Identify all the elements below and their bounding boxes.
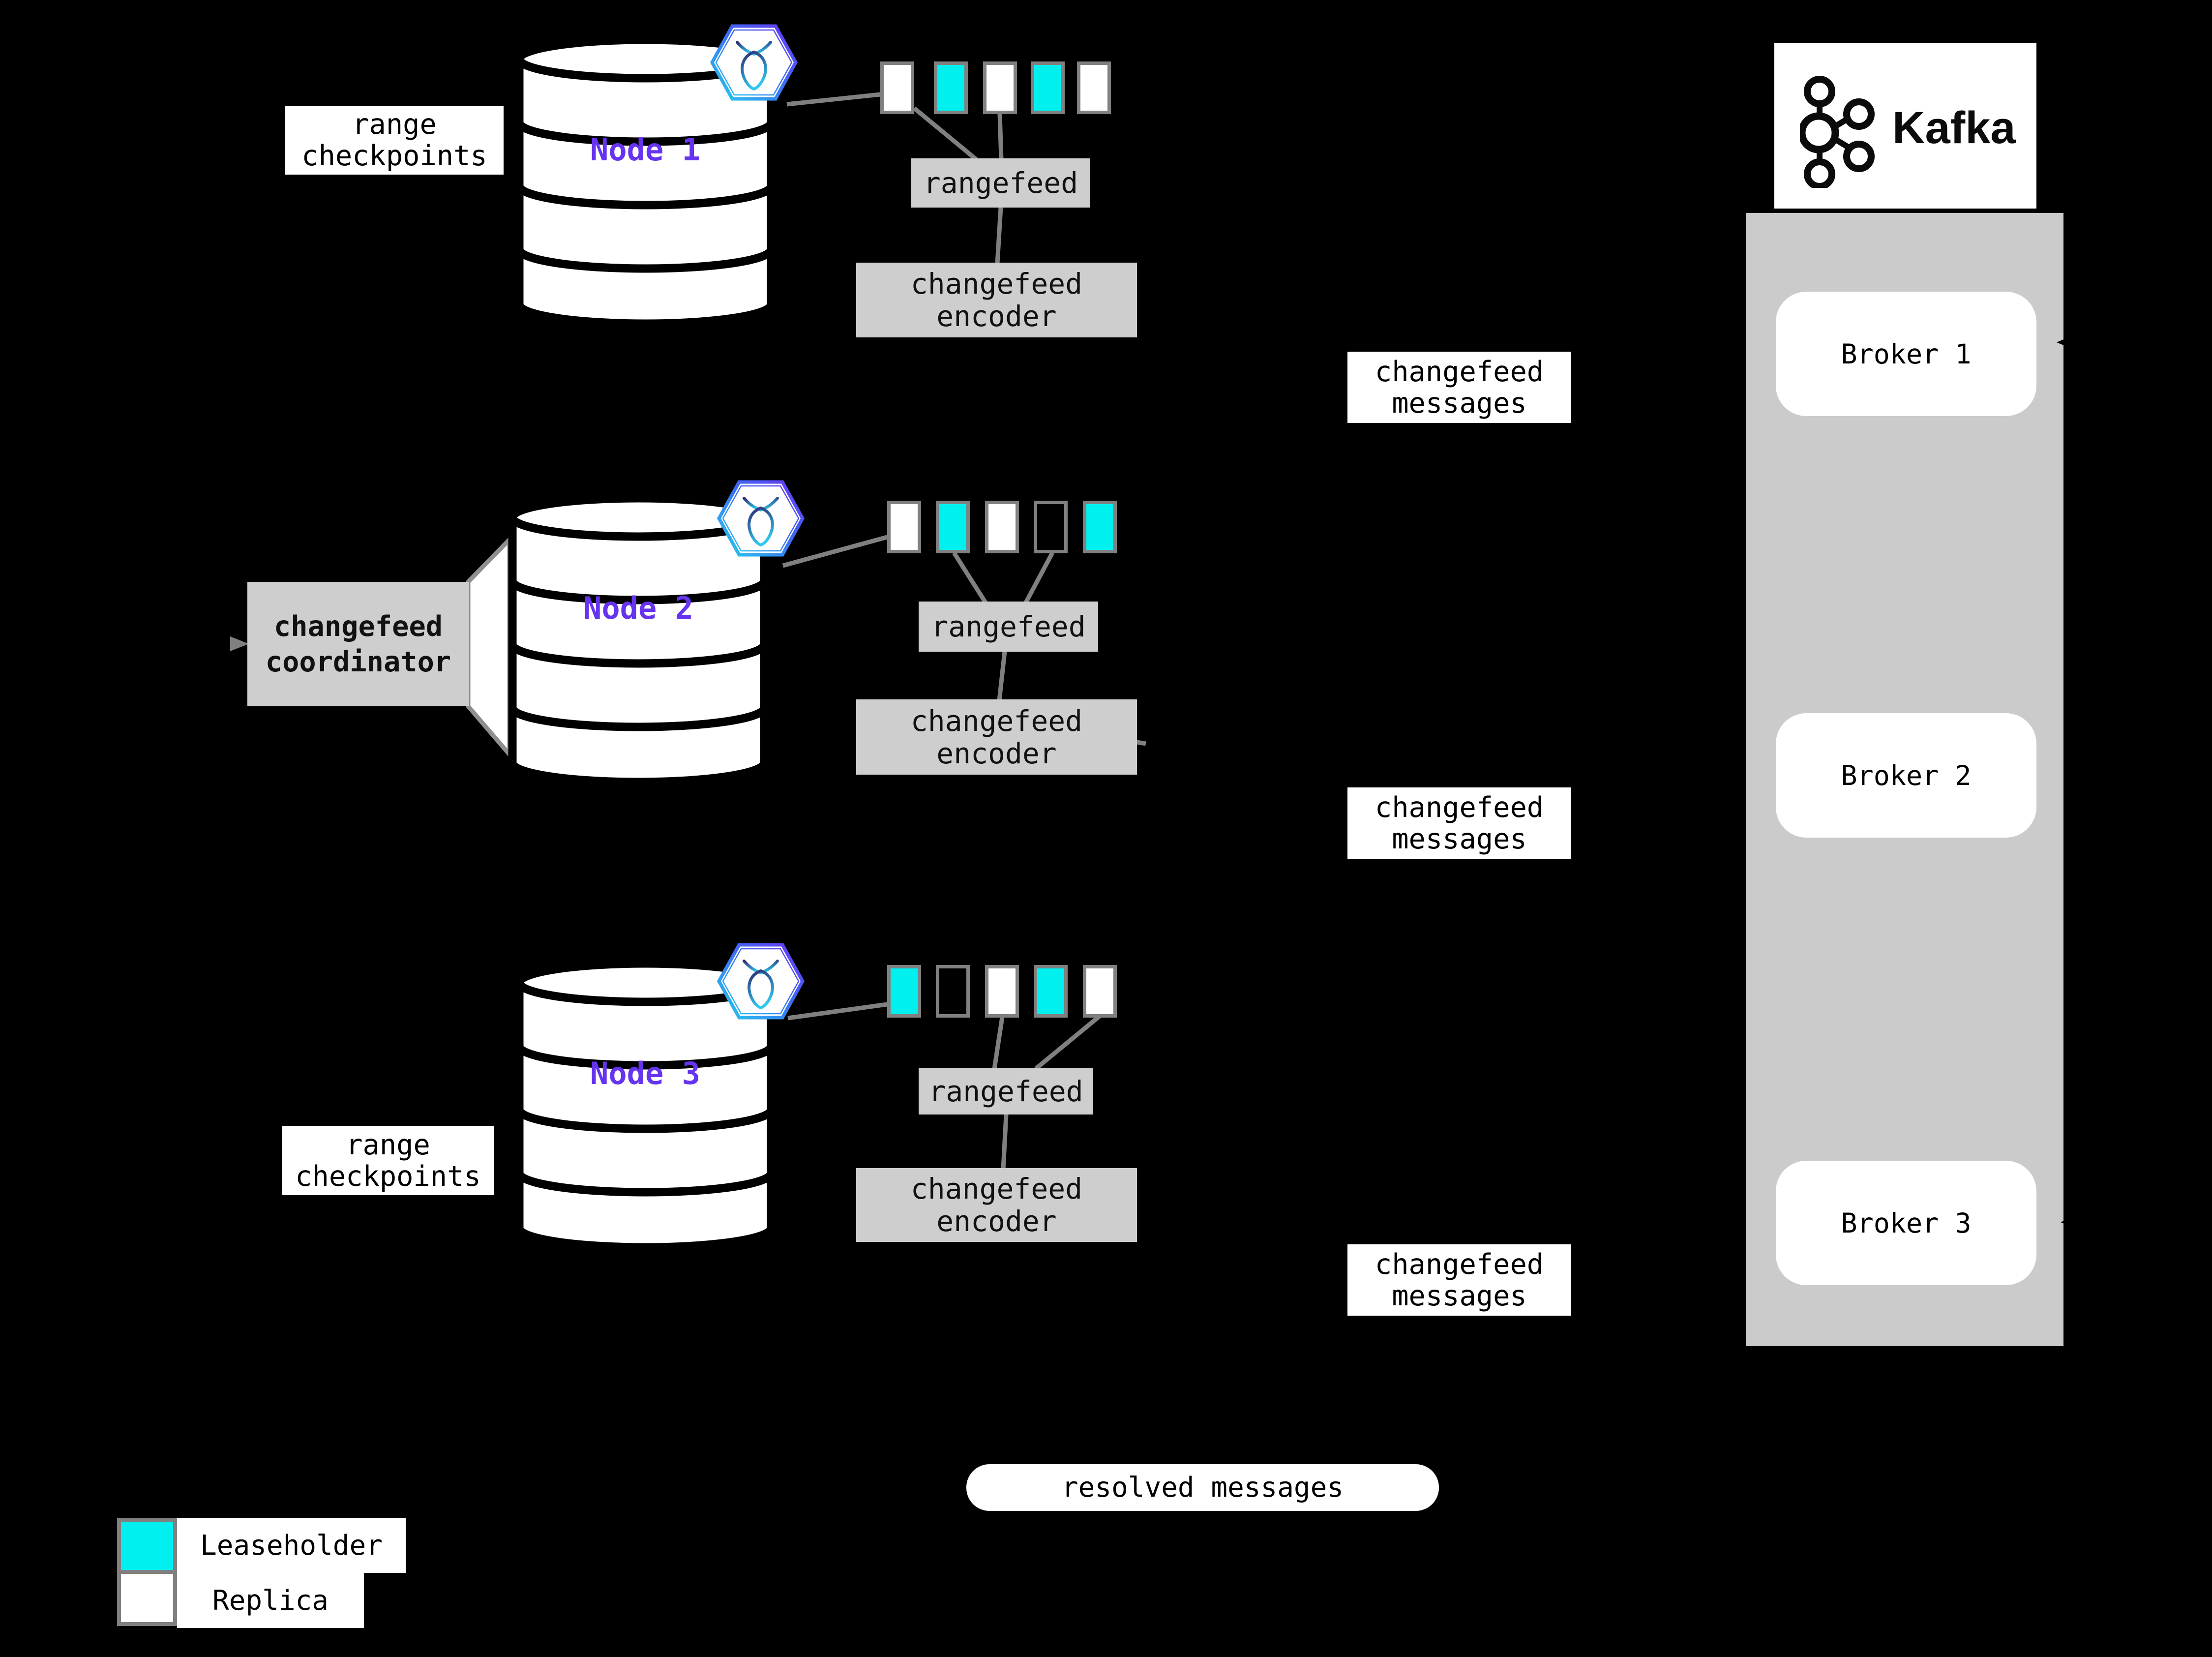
range-box — [887, 501, 921, 553]
legend-label-leaseholder: Leaseholder — [177, 1518, 406, 1573]
connector-line — [1001, 1114, 1009, 1170]
range-box — [1034, 965, 1068, 1018]
kafka-panel: Broker 1 Broker 2 Broker 3 — [1746, 213, 2063, 1346]
cockroachdb-logo-icon — [717, 943, 805, 1020]
rangefeed-box: rangefeed — [911, 158, 1090, 208]
range-box — [1031, 61, 1065, 114]
node-name: Node 2 — [583, 590, 693, 626]
changefeed-coordinator-box: changefeed coordinator — [247, 582, 469, 706]
broker-label: Broker 2 — [1841, 759, 1972, 791]
connector-line — [786, 92, 881, 107]
broker-box: Broker 3 — [1776, 1161, 2036, 1285]
cockroachdb-logo-icon — [710, 24, 798, 101]
rangefeed-box: rangefeed — [919, 1068, 1093, 1115]
connector-line — [787, 1002, 888, 1021]
range-box — [880, 61, 914, 114]
range-box — [983, 61, 1017, 114]
rangefeed-box: rangefeed — [919, 602, 1098, 652]
connector-line — [913, 106, 978, 161]
broker-label: Broker 1 — [1841, 338, 1972, 370]
node-cylinder — [515, 35, 776, 328]
range-box — [936, 965, 970, 1018]
changefeed-messages-label: changefeed messages — [1347, 352, 1571, 423]
range-box — [934, 61, 968, 114]
node-cylinder — [515, 959, 776, 1252]
broker-label: Broker 3 — [1841, 1207, 1972, 1239]
kafka-logo-box — [1774, 43, 2036, 209]
range-box — [985, 965, 1019, 1018]
range-box — [936, 501, 970, 553]
legend-swatch-replica — [117, 1570, 177, 1626]
changefeed-messages-label: changefeed messages — [1347, 1244, 1571, 1316]
node-name: Node 3 — [590, 1055, 700, 1091]
connector-line — [952, 551, 987, 604]
connector-line — [1034, 1014, 1101, 1071]
range-box — [887, 965, 921, 1018]
connector-line — [782, 535, 888, 568]
resolved-messages-pill: resolved messages — [966, 1464, 1439, 1511]
range-checkpoints-label: range checkpoints — [285, 106, 504, 175]
changefeed-encoder-box: changefeed encoder — [856, 699, 1137, 775]
legend-label-replica: Replica — [177, 1573, 364, 1628]
coordinator-funnel-shape — [466, 537, 512, 757]
range-box — [1077, 61, 1111, 114]
connector-line — [1024, 551, 1054, 604]
range-box — [1034, 501, 1068, 553]
changefeed-encoder-box: changefeed encoder — [856, 1168, 1137, 1242]
connector-line — [992, 1017, 1005, 1069]
changefeed-encoder-box: changefeed encoder — [856, 263, 1137, 337]
range-box — [1083, 501, 1117, 553]
broker-box: Broker 2 — [1776, 713, 2036, 838]
range-box — [985, 501, 1019, 553]
changefeed-messages-label: changefeed messages — [1347, 787, 1571, 859]
range-box — [1083, 965, 1117, 1018]
cockroachdb-logo-icon — [717, 480, 805, 557]
legend-swatch-leaseholder — [117, 1518, 177, 1574]
connector-line — [997, 114, 1004, 160]
range-checkpoints-label: range checkpoints — [282, 1126, 494, 1195]
broker-box: Broker 1 — [1776, 292, 2036, 416]
kafka-wordmark: Kafka — [1892, 102, 2016, 153]
connector-line — [997, 651, 1007, 701]
arrowhead-icon — [230, 636, 249, 651]
connector-line — [995, 207, 1003, 264]
node-name: Node 1 — [590, 132, 700, 168]
kafka-logo-icon — [1800, 76, 1875, 188]
node-cylinder — [508, 494, 769, 786]
